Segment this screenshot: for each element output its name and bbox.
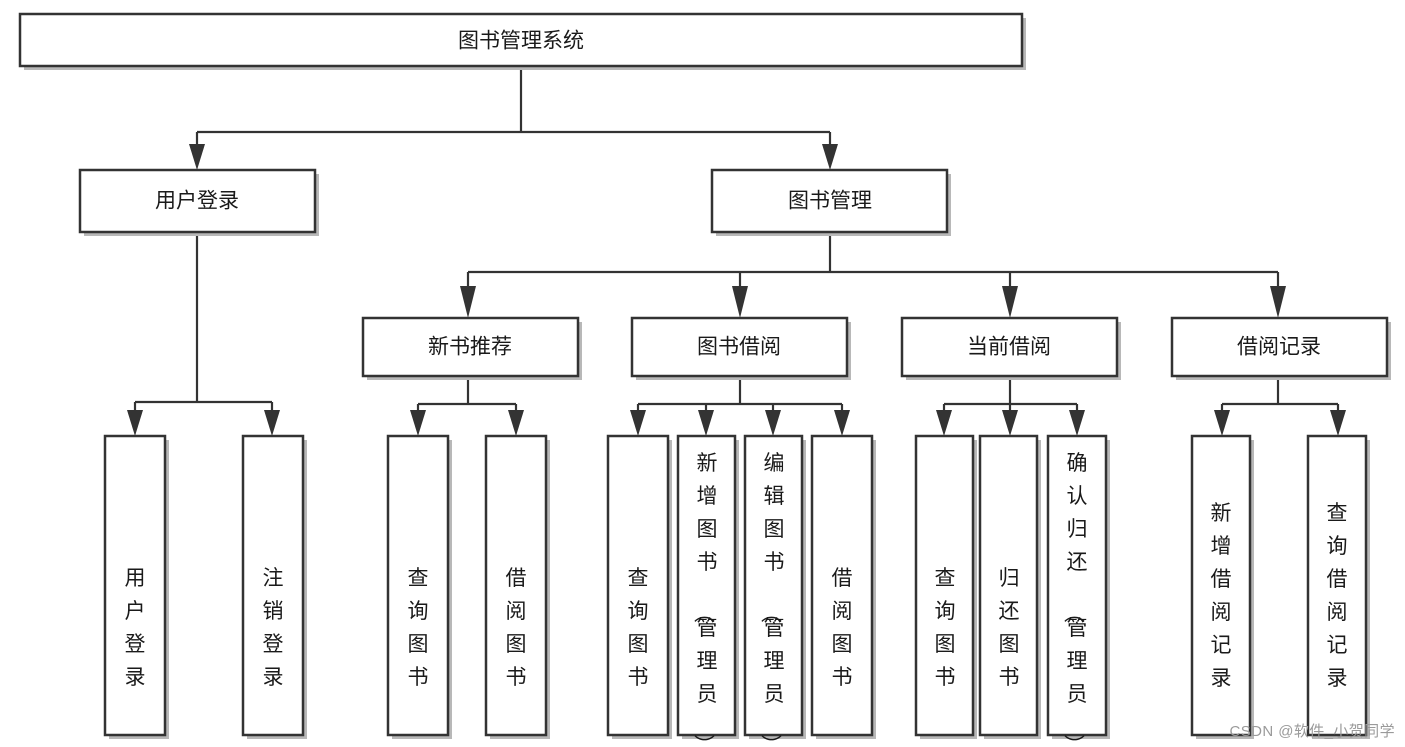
node-book-manage-box [710,168,949,234]
leaf-logout-login-label: 注销登录 [263,567,284,689]
leaf-borrow-book-1-label: 借阅图书 [506,567,527,689]
node-root-label: 图书管理系统 [458,30,584,53]
leaf-user-login[interactable]: 用户登录 [103,434,169,739]
leaf-edit-book-label: 编辑图书（管理员） [759,452,785,747]
arrow-leaf-borrow-book-2 [834,410,850,436]
leaf-borrow-book-1[interactable]: 借阅图书 [484,434,550,739]
node-book-borrow-label: 图书借阅 [697,336,781,359]
arrow-to-book-borrow [732,286,748,318]
leaf-edit-book[interactable]: 编辑图书（管理员） [743,434,806,747]
arrow-leaf-add-record [1214,410,1230,436]
leaf-return-book-box [978,434,1039,737]
leaf-add-record-label: 新增借阅记录 [1211,502,1232,690]
node-current-borrow-box [900,316,1119,378]
arrow-leaf-edit-book [765,410,781,436]
leaf-add-record-box [1190,434,1252,737]
leaf-add-book[interactable]: 新增图书（管理员） [676,434,739,747]
leaf-query-record-label: 查询借阅记录 [1327,502,1348,690]
node-user-login-box [78,168,317,234]
leaf-query-record-box [1306,434,1368,737]
node-book-manage[interactable]: 图书管理 [710,168,951,236]
leaf-logout-login[interactable]: 注销登录 [241,434,307,739]
arrow-to-current-borrow [1002,286,1018,318]
leaf-add-book-label: 新增图书（管理员） [692,452,718,747]
leaf-add-record[interactable]: 新增借阅记录 [1190,434,1254,739]
arrow-leaf-logout-login [264,410,280,436]
arrow-leaf-borrow-book-1 [508,410,524,436]
node-borrow-record-label: 借阅记录 [1237,336,1321,359]
arrow-leaf-add-book [698,410,714,436]
leaf-query-book-1[interactable]: 查询图书 [386,434,452,739]
node-root[interactable]: 图书管理系统 [18,12,1026,70]
node-root-box [18,12,1024,68]
leaf-logout-login-box [241,434,305,737]
node-current-borrow-label: 当前借阅 [967,336,1051,359]
node-borrow-record[interactable]: 借阅记录 [1170,316,1391,380]
arrow-to-user-login [189,144,205,170]
leaf-query-record[interactable]: 查询借阅记录 [1306,434,1370,739]
arrow-leaf-query-record [1330,410,1346,436]
arrow-to-borrow-record [1270,286,1286,318]
node-new-book-recommend-box [361,316,580,378]
leaf-borrow-book-2[interactable]: 借阅图书 [810,434,876,739]
leaf-return-book[interactable]: 归还图书 [978,434,1041,739]
leaf-query-book-2[interactable]: 查询图书 [606,434,672,739]
leaf-add-book-box [676,434,737,737]
connector-layer [127,66,1346,436]
arrow-leaf-query-book-2 [630,410,646,436]
node-user-login[interactable]: 用户登录 [78,168,319,236]
leaf-query-book-3-label: 查询图书 [935,567,956,689]
leaf-query-book-3-box [914,434,975,737]
node-book-borrow-box [630,316,849,378]
arrow-leaf-return-book [1002,410,1018,436]
arrow-leaf-confirm-return [1069,410,1085,436]
leaf-user-login-box [103,434,167,737]
leaf-confirm-return-label: 确认归还（管理员） [1062,452,1088,747]
leaf-borrow-book-1-box [484,434,548,737]
leaf-borrow-book-2-box [810,434,874,737]
leaf-user-login-label: 用户登录 [125,567,146,689]
arrow-leaf-user-login [127,410,143,436]
leaf-query-book-2-box [606,434,670,737]
node-new-book-recommend[interactable]: 新书推荐 [361,316,582,380]
arrow-leaf-query-book-1 [410,410,426,436]
leaf-query-book-2-label: 查询图书 [628,567,649,689]
arrow-leaf-query-book-3 [936,410,952,436]
leaf-confirm-return-box [1046,434,1108,737]
node-user-login-label: 用户登录 [155,190,239,213]
node-current-borrow[interactable]: 当前借阅 [900,316,1121,380]
leaf-borrow-book-2-label: 借阅图书 [832,567,853,689]
node-book-manage-label: 图书管理 [788,190,872,213]
node-book-borrow[interactable]: 图书借阅 [630,316,851,380]
csdn-watermark: CSDN @软件_小贺同学 [1229,723,1395,740]
leaf-return-book-label: 归还图书 [999,567,1020,689]
leaf-query-book-1-label: 查询图书 [408,567,429,689]
leaf-query-book-3[interactable]: 查询图书 [914,434,977,739]
node-new-book-recommend-label: 新书推荐 [428,336,512,359]
leaf-confirm-return[interactable]: 确认归还（管理员） [1046,434,1110,747]
arrow-to-book-manage [822,144,838,170]
leaf-edit-book-box [743,434,804,737]
arrow-to-new-book-recommend [460,286,476,318]
node-borrow-record-box [1170,316,1389,378]
leaf-query-book-1-box [386,434,450,737]
